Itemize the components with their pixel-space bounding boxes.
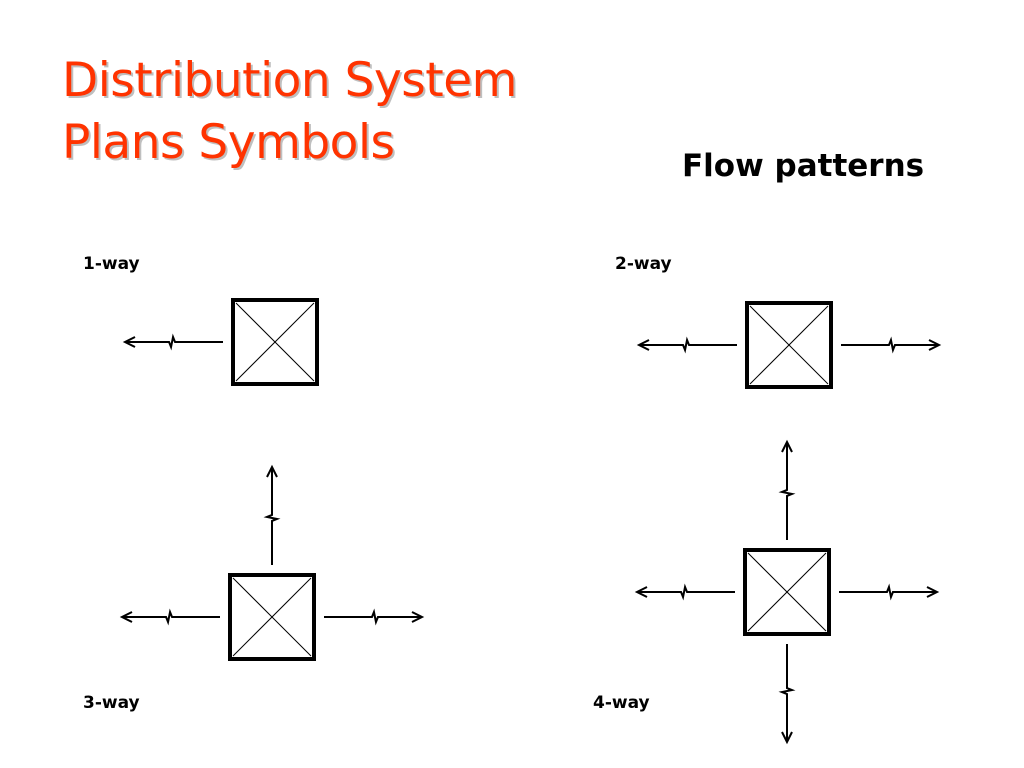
flow-arrow-right (324, 608, 422, 626)
slide-title: Distribution System Plans Symbols (62, 50, 517, 174)
label-1-way: 1-way (83, 254, 140, 274)
symbol-3-way (119, 464, 425, 661)
flow-arrow-right (839, 583, 937, 601)
flow-arrow-left (122, 608, 220, 626)
arrowhead-right (926, 586, 940, 598)
arrowhead-right (928, 339, 942, 351)
arrowhead-right (411, 611, 425, 623)
diffuser-diagonal (749, 305, 829, 385)
arrowhead-up (781, 439, 793, 453)
arrowhead-down (781, 731, 793, 745)
subtitle-flow-patterns: Flow patterns (682, 148, 925, 184)
flow-arrow-up (778, 442, 796, 540)
arrowhead-left (119, 611, 133, 623)
diffuser-diagonal (235, 302, 315, 382)
flow-arrow-left (637, 583, 735, 601)
arrowhead-left (122, 336, 136, 348)
arrowhead-up (266, 464, 278, 478)
diffuser-diagonal (747, 552, 827, 632)
slide-title-line-2: Plans Symbols (62, 115, 395, 170)
label-2-way: 2-way (615, 254, 672, 274)
flow-arrow-left (125, 333, 223, 351)
slide-title-line-1: Distribution System (62, 53, 517, 108)
arrowhead-left (634, 586, 648, 598)
diffuser-diagonal (232, 577, 312, 657)
flow-arrow-down (778, 644, 796, 742)
symbol-4-way (634, 439, 940, 745)
symbol-1-way (122, 298, 319, 386)
symbol-2-way (636, 301, 942, 389)
label-3-way: 3-way (83, 693, 140, 713)
flow-arrow-left (639, 336, 737, 354)
label-4-way: 4-way (593, 693, 650, 713)
arrowhead-left (636, 339, 650, 351)
flow-arrow-up (263, 467, 281, 565)
flow-arrow-right (841, 336, 939, 354)
